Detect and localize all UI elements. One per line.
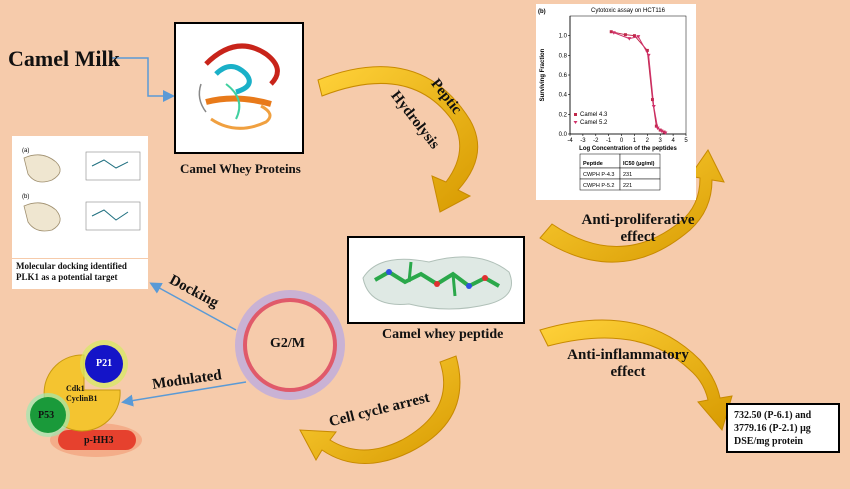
chart-panel-label: (b)	[538, 9, 546, 15]
chart-point	[651, 104, 656, 109]
chart-point	[623, 33, 627, 37]
anti-inflammatory-line1: Anti-inflammatory	[567, 347, 689, 363]
chart-title: Cytotoxic assay on HCT116	[591, 8, 666, 14]
chart-point	[611, 31, 616, 35]
milk-to-whey-arrow	[112, 57, 175, 102]
chart-legend-marker	[574, 113, 577, 116]
chart-table-header: Peptide	[583, 161, 603, 167]
anti-inflammatory-result-box: 732.50 (P-6.1) and 3779.16 (P-2.1) μg DS…	[726, 403, 840, 453]
chart-table-value: CWPH P-5.2	[583, 183, 614, 189]
chart-x-tick-label: -2	[593, 138, 599, 144]
chart-legend-label: Camel 5.2	[580, 120, 608, 126]
chart-y-tick-label: 0.8	[559, 53, 568, 59]
chart-x-tick-label: -4	[567, 138, 573, 144]
chart-table-header: IC50 (μg/ml)	[623, 161, 655, 167]
whey-protein-structure-image	[174, 22, 304, 154]
chart-point	[632, 34, 636, 38]
peptic-hydrolysis-arrow	[317, 66, 479, 213]
whey-peptide-label: Camel whey peptide	[382, 327, 504, 342]
chart-point	[663, 131, 668, 136]
chart-legend-label: Camel 4.3	[580, 112, 608, 118]
chart-x-tick-label: 5	[684, 138, 688, 144]
modulated-arrow-line	[121, 381, 247, 407]
p53-label: P53	[38, 410, 55, 421]
chart-point	[654, 124, 658, 128]
chart-y-tick-label: 1.0	[559, 34, 568, 40]
chart-y-tick-label: 0.6	[559, 73, 568, 79]
chart-x-tick-label: 1	[633, 138, 637, 144]
chart-point	[645, 48, 649, 52]
g2m-circle	[243, 298, 337, 392]
phh3-shape	[58, 430, 136, 450]
anti-inflammatory-line2: effect	[610, 364, 646, 380]
chart-x-tick-label: 3	[659, 138, 663, 144]
g2m-label: G2/M	[270, 336, 305, 351]
camel-milk-label: Camel Milk	[8, 46, 120, 71]
chart-x-tick-label: 0	[620, 138, 624, 144]
anti-proliferative-label: Anti-proliferative effect	[568, 212, 708, 246]
docking-panel-a-label: (a)	[22, 148, 30, 154]
chart-y-tick-label: 0.2	[559, 112, 568, 118]
docking-caption: Molecular docking identified PLK1 as a p…	[12, 259, 148, 289]
chart-x-tick-label: -1	[606, 138, 612, 144]
chart-y-axis-label: Surviving Fraction	[540, 48, 546, 101]
chart-point	[655, 126, 660, 131]
peptide-structure-image	[347, 236, 525, 324]
chart-x-tick-label: 2	[646, 138, 650, 144]
p21-shape	[85, 345, 123, 383]
anti-inflammatory-label: Anti-inflammatory effect	[548, 347, 708, 381]
chart-table-value: 221	[623, 183, 632, 189]
chart-point	[609, 30, 613, 34]
chart-legend-marker	[573, 121, 578, 124]
chart-point	[646, 53, 651, 58]
chart-table-cell	[619, 178, 661, 191]
chart-point	[636, 35, 641, 39]
p21-label: P21	[96, 358, 113, 369]
anti-inflammatory-arrow	[539, 319, 733, 432]
cell-cycle-arrest-arrow	[299, 355, 461, 464]
g2m-circle-glow	[235, 290, 345, 400]
chart-y-tick-label: 0.0	[559, 132, 568, 138]
chart-x-axis-label: Log Concentration of the peptides	[579, 146, 677, 152]
cyclinb1-label: CyclinB1	[66, 394, 98, 403]
phh3-label: p-HH3	[84, 435, 114, 446]
docking-panel-b-label: (b)	[22, 194, 30, 200]
chart-x-tick-label: -3	[580, 138, 586, 144]
chart-y-tick-label: 0.4	[559, 93, 568, 99]
docking-structures-image	[23, 151, 141, 232]
whey-proteins-label: Camel Whey Proteins	[180, 161, 301, 176]
cdk1-label: Cdk1	[66, 384, 85, 393]
anti-proliferative-line2: effect	[620, 229, 656, 245]
chart-x-tick-label: 4	[671, 138, 675, 144]
docking-panel: (a) (b)	[12, 136, 148, 258]
chart-table-value: CWPH P-4.3	[583, 172, 614, 178]
docking-arrow-line	[149, 282, 237, 331]
chart-point	[659, 129, 664, 134]
anti-proliferative-line1: Anti-proliferative	[581, 212, 695, 228]
anti-proliferative-arrow	[539, 149, 725, 263]
chart-table-value: 231	[623, 172, 632, 178]
chart-point	[627, 37, 632, 41]
p53-shape	[30, 397, 66, 433]
chart-point	[650, 98, 654, 102]
